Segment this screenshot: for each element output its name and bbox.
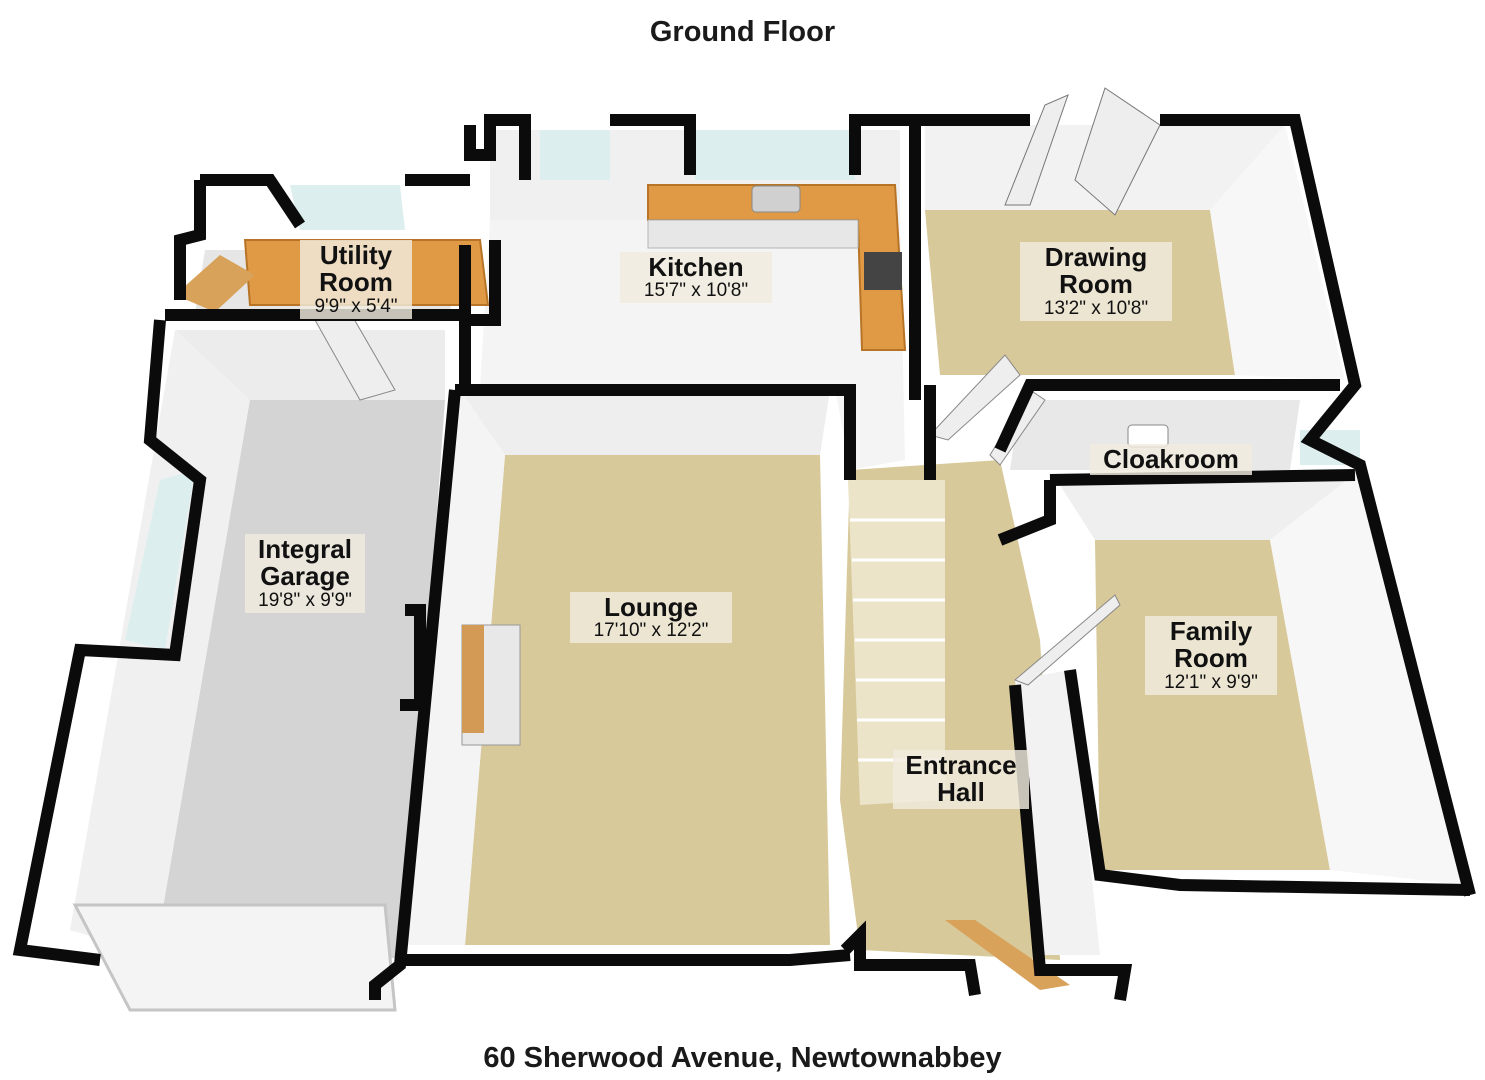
room-name: Cloakroom bbox=[1103, 444, 1239, 474]
family-wall-face bbox=[1060, 470, 1360, 540]
room-dimensions: 17'10" x 12'2" bbox=[593, 620, 709, 642]
utility-door bbox=[175, 255, 255, 312]
hall-door bbox=[929, 354, 1021, 441]
family-right-wall-face bbox=[1270, 470, 1465, 885]
property-address: 60 Sherwood Avenue, Newtownabbey bbox=[483, 1042, 1002, 1074]
drawing-door-left bbox=[1004, 94, 1069, 206]
garage-floor bbox=[155, 400, 445, 958]
kitchen-floor bbox=[480, 220, 905, 470]
hob bbox=[864, 252, 902, 290]
lounge-floor bbox=[465, 455, 830, 945]
lounge-wall-face bbox=[460, 390, 830, 455]
fireplace-mantel bbox=[462, 625, 484, 733]
room-dimensions: 15'7" x 10'8" bbox=[643, 280, 749, 302]
room-name: Kitchen bbox=[648, 252, 744, 282]
utility-window bbox=[290, 185, 405, 230]
kitchen-cabinets bbox=[647, 219, 859, 249]
family-door bbox=[1014, 594, 1121, 686]
room-dimensions: 12'1" x 9'9" bbox=[1164, 671, 1258, 693]
room-dimensions: 19'8" x 9'9" bbox=[258, 589, 352, 611]
room-dimensions: 13'2" x 10'8" bbox=[1043, 297, 1149, 319]
kitchen-sink bbox=[751, 185, 801, 213]
room-name: Lounge bbox=[604, 592, 698, 622]
kitchen-window bbox=[540, 130, 610, 180]
garage-door bbox=[72, 903, 397, 1012]
room-label-lounge: Lounge 17'10" x 12'2" bbox=[570, 592, 732, 644]
floor-title: Ground Floor bbox=[649, 16, 836, 48]
room-label-cloakroom: Cloakroom bbox=[1090, 444, 1252, 476]
kitchen-window-2 bbox=[695, 130, 855, 180]
room-label-kitchen: Kitchen 15'7" x 10'8" bbox=[620, 252, 772, 304]
walls bbox=[12, 114, 1476, 1001]
drawing-right-wall-face bbox=[1210, 125, 1345, 380]
garage-window bbox=[125, 470, 195, 650]
lounge-left-wall-face bbox=[405, 390, 505, 945]
room-dimensions: 9'9" x 5'4" bbox=[314, 295, 398, 317]
